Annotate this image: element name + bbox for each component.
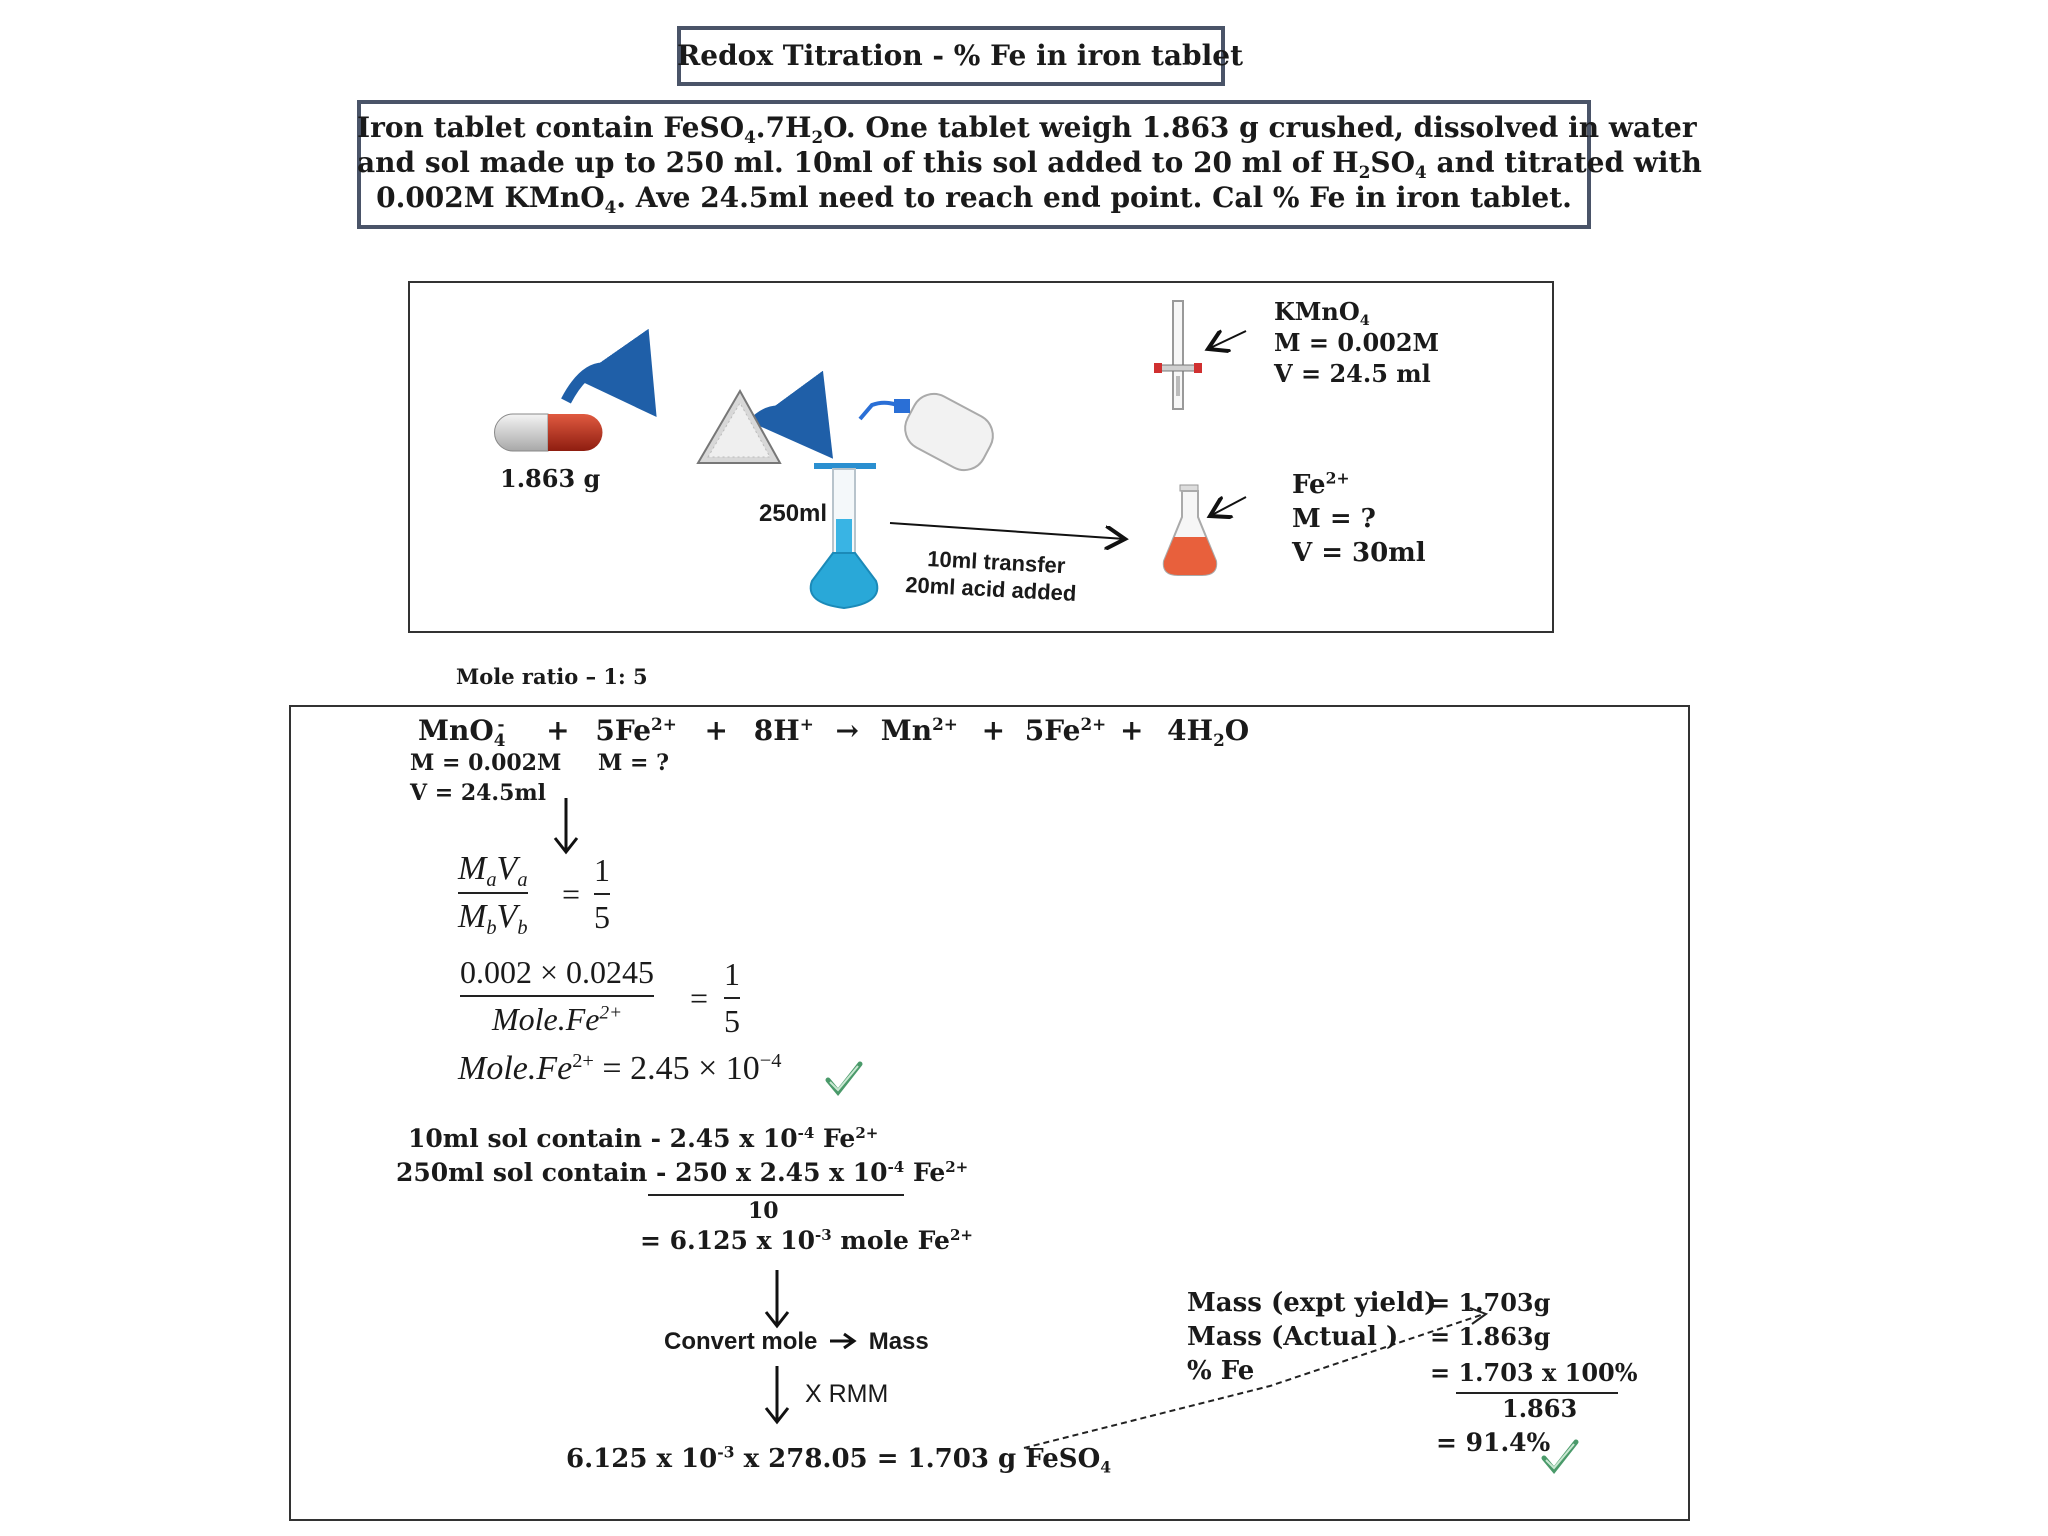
fraction-bar <box>594 893 610 895</box>
transfer-arrow <box>890 523 1125 539</box>
mole-ratio-label: Mole ratio – 1: 5 <box>456 664 648 689</box>
mno4-volume: V = 24.5ml <box>410 780 546 806</box>
down-arrow-icon <box>763 1268 791 1330</box>
scaling-row-1-label: 10ml sol contain <box>408 1124 642 1153</box>
flask-volume-label: 250ml <box>759 500 827 528</box>
problem-line-1: Iron tablet contain FeSO4.7H2O. One tabl… <box>357 110 1591 145</box>
conical-flask-icon <box>1164 485 1216 575</box>
formula-rhs-num: 1 <box>594 852 610 889</box>
mass-actual-label: Mass (Actual ) <box>1187 1320 1436 1354</box>
mass-actual-value: = 1.863g <box>1430 1322 1550 1351</box>
powder-pile-icon <box>698 391 780 463</box>
substitution-rhs-num: 1 <box>724 956 740 993</box>
checkmark-icon <box>1540 1436 1580 1476</box>
fraction-bar <box>458 892 528 894</box>
formula-denominator: MbVb <box>458 898 528 936</box>
burette-icon <box>1154 301 1202 409</box>
percentage-labels: Mass (expt yield) Mass (Actual ) % Fe <box>1187 1286 1436 1388</box>
burette-molarity: M = 0.002M <box>1274 327 1439 358</box>
percent-fe-formula: = 1.703 x 100% <box>1430 1358 1638 1387</box>
percent-denominator: 1.863 <box>1502 1394 1577 1423</box>
scaling-denominator: 10 <box>748 1198 779 1224</box>
substitution-numerator: 0.002 × 0.0245 <box>460 954 654 991</box>
substitution-equals: = <box>690 980 708 1017</box>
formula-rhs-den: 5 <box>594 899 610 936</box>
burette-reagent: KMnO4 <box>1274 296 1439 327</box>
formula-numerator: MaVa <box>458 850 528 888</box>
percent-fe-label: % Fe <box>1187 1354 1436 1388</box>
burette-volume: V = 24.5 ml <box>1274 358 1439 389</box>
conical-pointer-arrow <box>1210 497 1246 516</box>
fraction-bar <box>460 995 654 997</box>
mass-expt-label: Mass (expt yield) <box>1187 1286 1436 1320</box>
burette-pointer-arrow <box>1208 331 1246 349</box>
mass-expt-value: = 1.703g <box>1430 1288 1550 1317</box>
substitution-fraction: 0.002 × 0.0245 Mole.Fe2+ <box>460 954 654 1038</box>
down-arrow-icon <box>552 796 580 856</box>
scaling-row-2: 250ml sol contain - 250 x 2.45 x 10-4 Fe… <box>396 1158 968 1187</box>
problem-statement: Iron tablet contain FeSO4.7H2O. One tabl… <box>357 110 1591 215</box>
wash-bottle-icon <box>860 386 1001 478</box>
multiplier-label: X RMM <box>805 1380 888 1409</box>
substitution-rhs-den: 5 <box>724 1003 740 1040</box>
mole-result: Mole.Fe2+ = 2.45 × 10−4 <box>458 1050 781 1088</box>
tablet-mass-label: 1.863 g <box>500 464 600 493</box>
scaling-row-1: 10ml sol contain - 2.45 x 10-4 Fe2+ <box>408 1124 878 1153</box>
scaling-result: = 6.125 x 10-3 mole Fe2+ <box>640 1226 973 1255</box>
convert-step-label: Convert mole Mass <box>664 1328 929 1356</box>
formula-equals: = <box>562 876 580 913</box>
page-title: Redox Titration - % Fe in iron tablet <box>677 39 1225 72</box>
burette-label: KMnO4 M = 0.002M V = 24.5 ml <box>1274 296 1439 389</box>
volumetric-flask-icon <box>811 463 878 608</box>
conical-reagent: Fe2+ <box>1292 468 1426 502</box>
scaling-row-2-label: 250ml sol contain <box>396 1158 647 1187</box>
scaling-fraction-bar <box>648 1194 904 1196</box>
substitution-denominator: Mole.Fe2+ <box>492 1001 622 1038</box>
redox-equation: MnO4- + 5Fe2+ + 8H+ → Mn2+ + 5Fe2+ + 4H2… <box>418 714 1249 747</box>
conical-molarity: M = ? <box>1292 502 1426 536</box>
fraction-bar <box>724 997 740 999</box>
percent-result: = 91.4% <box>1436 1428 1550 1457</box>
problem-line-3: 0.002M KMnO4. Ave 24.5ml need to reach e… <box>357 180 1591 215</box>
curved-arrow-icon <box>566 368 644 401</box>
down-arrow-icon <box>763 1364 791 1426</box>
conical-label: Fe2+ M = ? V = 30ml <box>1292 468 1426 570</box>
substitution-rhs: 1 5 <box>724 956 740 1040</box>
right-arrow-icon <box>828 1331 858 1351</box>
formula-rhs: 1 5 <box>594 852 610 936</box>
checkmark-icon <box>824 1058 864 1098</box>
capsule-icon <box>495 414 603 451</box>
fe-molarity: M = ? <box>598 750 669 776</box>
formula-fraction: MaVa MbVb <box>458 850 528 936</box>
problem-line-2: and sol made up to 250 ml. 10ml of this … <box>357 145 1591 180</box>
mno4-molarity: M = 0.002M <box>410 750 561 776</box>
conical-volume: V = 30ml <box>1292 536 1426 570</box>
